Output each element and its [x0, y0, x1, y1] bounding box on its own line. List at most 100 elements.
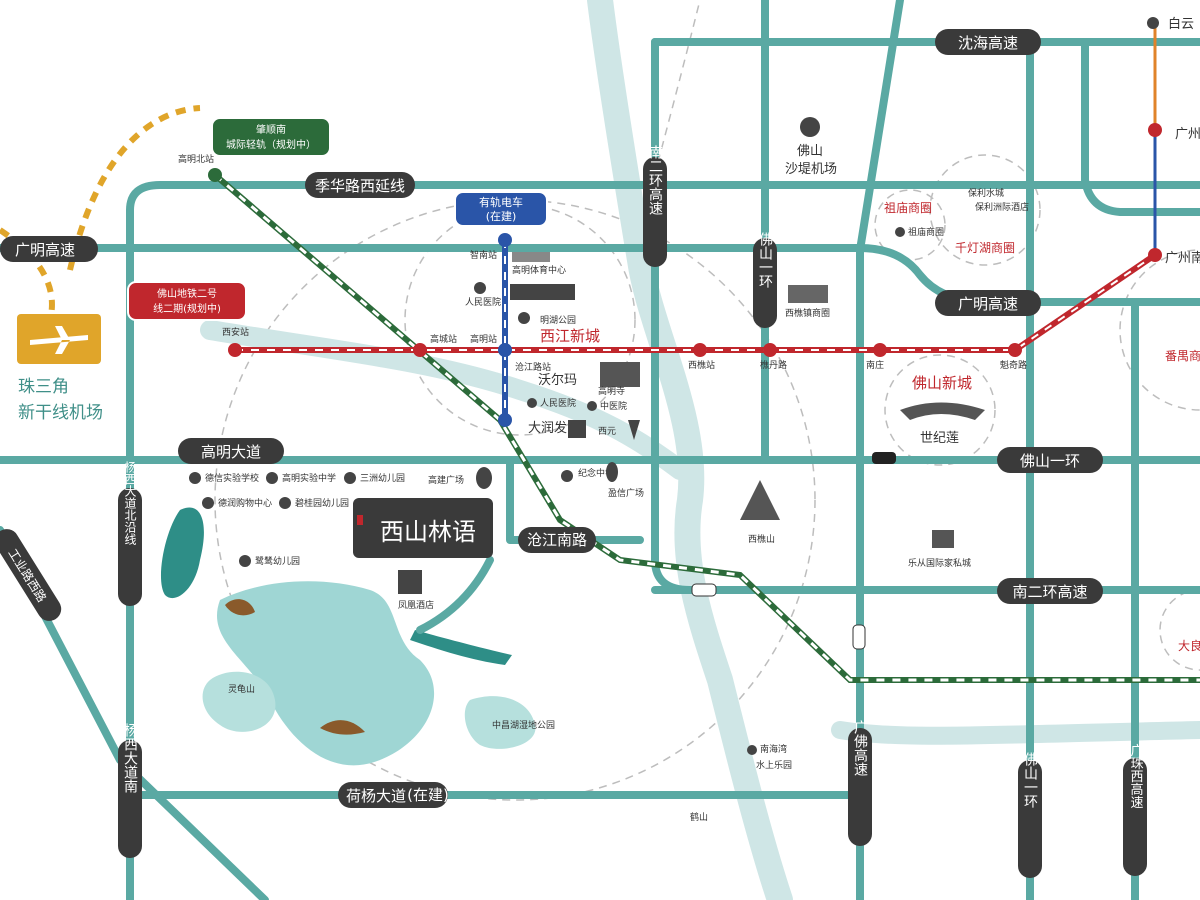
rail-tag-metro2-line1: 佛山地铁二号: [157, 287, 217, 300]
radius-circle-qiandeng: [929, 154, 1041, 266]
tower-icon: [628, 420, 640, 440]
school-icon: [344, 472, 356, 484]
svg-text:大良: 大良: [1178, 638, 1200, 653]
svg-text:高明大道: 高明大道: [201, 443, 261, 461]
svg-text:广明高速: 广明高速: [958, 295, 1018, 313]
svg-text:盈信广场: 盈信广场: [608, 487, 644, 499]
car-icon: [872, 452, 896, 464]
svg-text:沙堤机场: 沙堤机场: [785, 162, 837, 177]
road-label-guangfo: 广佛高速: [848, 720, 872, 846]
waterpark-icon: [747, 745, 757, 755]
lake-main: [216, 581, 435, 766]
seal-icon: [357, 515, 363, 525]
road-label-yangxi-north: 杨西大道北沿线: [118, 460, 142, 606]
station-marker-right1: [1148, 123, 1162, 137]
station-marker-cangjiang: [498, 413, 512, 427]
road-label-guangzhu-west: 广珠西高速: [1123, 744, 1147, 876]
school-icon: [561, 470, 573, 482]
walmart-label: 沃尔玛: [538, 373, 577, 388]
svg-text:佛山一环: 佛山一环: [1020, 452, 1080, 470]
svg-text:水上乐园: 水上乐园: [756, 759, 792, 771]
road-guangfo: [856, 0, 904, 900]
svg-text:西樵镇商圈: 西樵镇商圈: [785, 307, 830, 319]
hospital-icon-2: [527, 398, 537, 408]
svg-text:佛山一环: 佛山一环: [1022, 752, 1038, 808]
svg-text:广明高速: 广明高速: [15, 241, 75, 259]
radius-circle-xijiang: [404, 204, 636, 436]
svg-text:西樵山: 西樵山: [748, 533, 775, 545]
svg-text:灵龟山: 灵龟山: [228, 683, 255, 695]
svg-text:佛山: 佛山: [797, 144, 823, 159]
svg-text:佛山新城: 佛山新城: [912, 374, 972, 392]
school-icon: [279, 497, 291, 509]
rail-tag-tram-line2: (在建): [486, 209, 517, 223]
station-marker-gaocheng: [413, 343, 427, 357]
svg-text:高明实验中学: 高明实验中学: [282, 472, 336, 484]
road-label-foshan-ring: 佛山一环: [997, 447, 1103, 473]
airport-badge: 珠三角 新干线机场: [17, 314, 103, 423]
project-badge: 西山林语: [353, 498, 493, 558]
road-label-cangjiang: 沧江南路: [518, 527, 596, 553]
svg-text:千灯湖商圈: 千灯湖商圈: [955, 240, 1015, 255]
forest-strip: [160, 507, 204, 599]
station-markers: [208, 123, 1162, 427]
brown-peak-2: [320, 720, 365, 735]
svg-text:保利水城: 保利水城: [968, 187, 1004, 199]
rail-tag-metro2-line2: 线二期(规划中): [153, 302, 221, 315]
svg-text:纪念中学: 纪念中学: [578, 467, 614, 479]
road-jihua: [126, 181, 1200, 254]
shop-icon: [568, 420, 586, 438]
svg-text:三洲幼儿园: 三洲幼儿园: [360, 472, 405, 484]
airplane-icon: [30, 326, 88, 354]
station-zhiming: 智南站: [470, 249, 497, 261]
road-label-foshan-ring-v: 佛山一环: [753, 232, 777, 328]
road-label-guangming-right: 广明高速: [935, 290, 1041, 316]
radius-circle-zumiao: [874, 189, 946, 261]
svg-text:德润购物中心: 德润购物中心: [218, 497, 272, 509]
lake-left: [202, 671, 276, 732]
svg-text:高明体育中心: 高明体育中心: [512, 264, 566, 276]
station-marker-kuiqi: [1008, 343, 1022, 357]
svg-text:高明寺: 高明寺: [598, 385, 625, 397]
temple-icon-2: [895, 227, 905, 237]
station-marker-xian: [228, 343, 242, 357]
xijiang-newtown-label: 西江新城: [540, 327, 600, 345]
road-gaojian: [416, 556, 494, 634]
svg-text:人民医院: 人民医院: [540, 397, 576, 409]
svg-text:高建广场: 高建广场: [428, 474, 464, 486]
road-label-nan-er-huan: 南二环高速: [997, 578, 1103, 604]
svg-text:广州南: 广州南: [1165, 250, 1200, 266]
airport-name-line1: 珠三角: [18, 377, 69, 397]
temple-icon: [600, 362, 640, 387]
station-nanzhuang: 南庄: [866, 359, 884, 371]
road-label-foshan-ring-v2: 佛山一环: [1018, 752, 1042, 878]
building-icon: [788, 285, 828, 303]
svg-text:人民医院: 人民医院: [465, 296, 501, 308]
svg-text:鹭鸶幼儿园: 鹭鸶幼儿园: [255, 555, 300, 567]
svg-text:中昌湖湿地公园: 中昌湖湿地公园: [492, 719, 555, 731]
svg-text:(在建): (在建): [407, 786, 449, 804]
station-marker-right2: [1148, 248, 1162, 262]
svg-text:乐从国际家私城: 乐从国际家私城: [908, 557, 971, 569]
svg-text:广州: 广州: [1175, 127, 1200, 142]
svg-text:白云: 白云: [1168, 16, 1194, 32]
svg-text:保利洲际酒店: 保利洲际酒店: [975, 201, 1029, 213]
svg-text:祖庙商圈: 祖庙商圈: [884, 200, 932, 215]
road-cangjiang: [506, 458, 644, 544]
svg-text:中医院: 中医院: [600, 400, 627, 412]
road-label-heyang: 荷杨大道 (在建): [338, 782, 449, 808]
svg-text:荷杨大道: 荷杨大道: [346, 787, 406, 805]
svg-text:世纪莲: 世纪莲: [920, 431, 959, 446]
svg-text:沧江南路: 沧江南路: [527, 531, 587, 549]
svg-text:南二环高速: 南二环高速: [647, 145, 663, 216]
svg-text:南海湾: 南海湾: [760, 743, 787, 755]
airport-name-line2: 新干线机场: [18, 403, 103, 423]
airplane-icon-2: [1147, 17, 1159, 29]
car-icon: [852, 624, 866, 650]
station-marker-nanzhuang: [873, 343, 887, 357]
svg-text:佛山一环: 佛山一环: [757, 232, 773, 288]
radius-circle-large: [214, 199, 816, 801]
svg-text:德信实验学校: 德信实验学校: [205, 472, 259, 484]
brown-peak-1: [225, 599, 255, 616]
svg-text:沈海高速: 沈海高速: [958, 34, 1018, 52]
